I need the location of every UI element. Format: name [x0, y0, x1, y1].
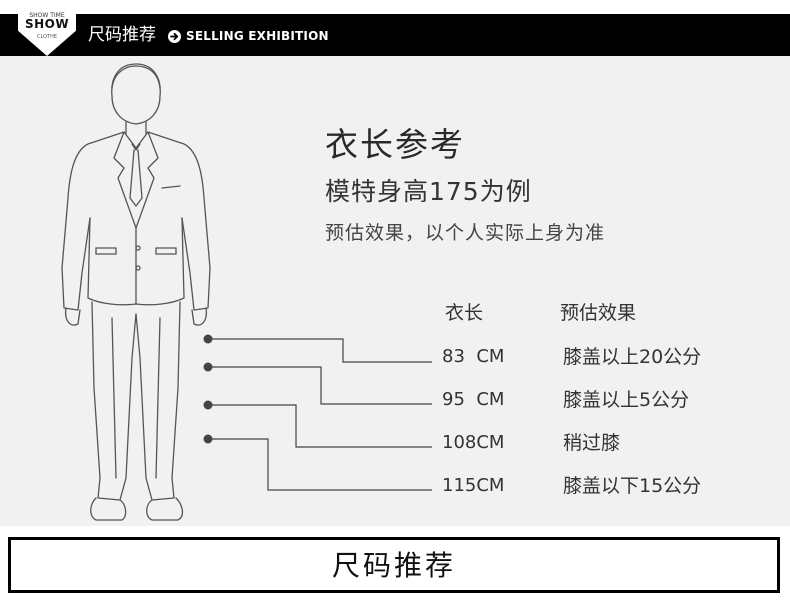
length-value-83: 83 CM — [442, 346, 505, 367]
effect-value-115: 膝盖以下15公分 — [563, 475, 702, 497]
arrow-right-circle-icon — [168, 30, 181, 43]
banner-subtitle: SELLING EXHIBITION — [186, 29, 329, 43]
length-reference-title: 衣长参考 — [325, 125, 465, 164]
badge-sub-text: CLOTHE — [36, 34, 57, 40]
banner-title: 尺码推荐 — [88, 25, 156, 45]
show-badge-logo: SHOW TIME SHOW CLOTHE — [18, 12, 76, 56]
effect-value-108: 稍过膝 — [563, 432, 621, 454]
header-banner — [0, 14, 790, 56]
estimate-note: 预估效果，以个人实际上身为准 — [325, 222, 606, 244]
length-value-108: 108CM — [442, 432, 505, 453]
length-value-115: 115CM — [442, 475, 505, 496]
effect-value-83: 膝盖以上20公分 — [563, 346, 702, 368]
length-column-header: 衣长 — [445, 302, 484, 324]
footer-title: 尺码推荐 — [331, 549, 456, 582]
model-height-text: 模特身高175为例 — [325, 177, 532, 206]
badge-main-text: SHOW — [24, 17, 70, 31]
effect-value-95: 膝盖以上5公分 — [563, 389, 690, 411]
length-value-95: 95 CM — [442, 389, 505, 410]
badge-top-text: SHOW TIME — [29, 12, 65, 19]
footer-title-box: 尺码推荐 — [8, 537, 780, 593]
effect-column-header: 预估效果 — [560, 302, 637, 324]
suit-figure-illustration — [61, 63, 211, 521]
